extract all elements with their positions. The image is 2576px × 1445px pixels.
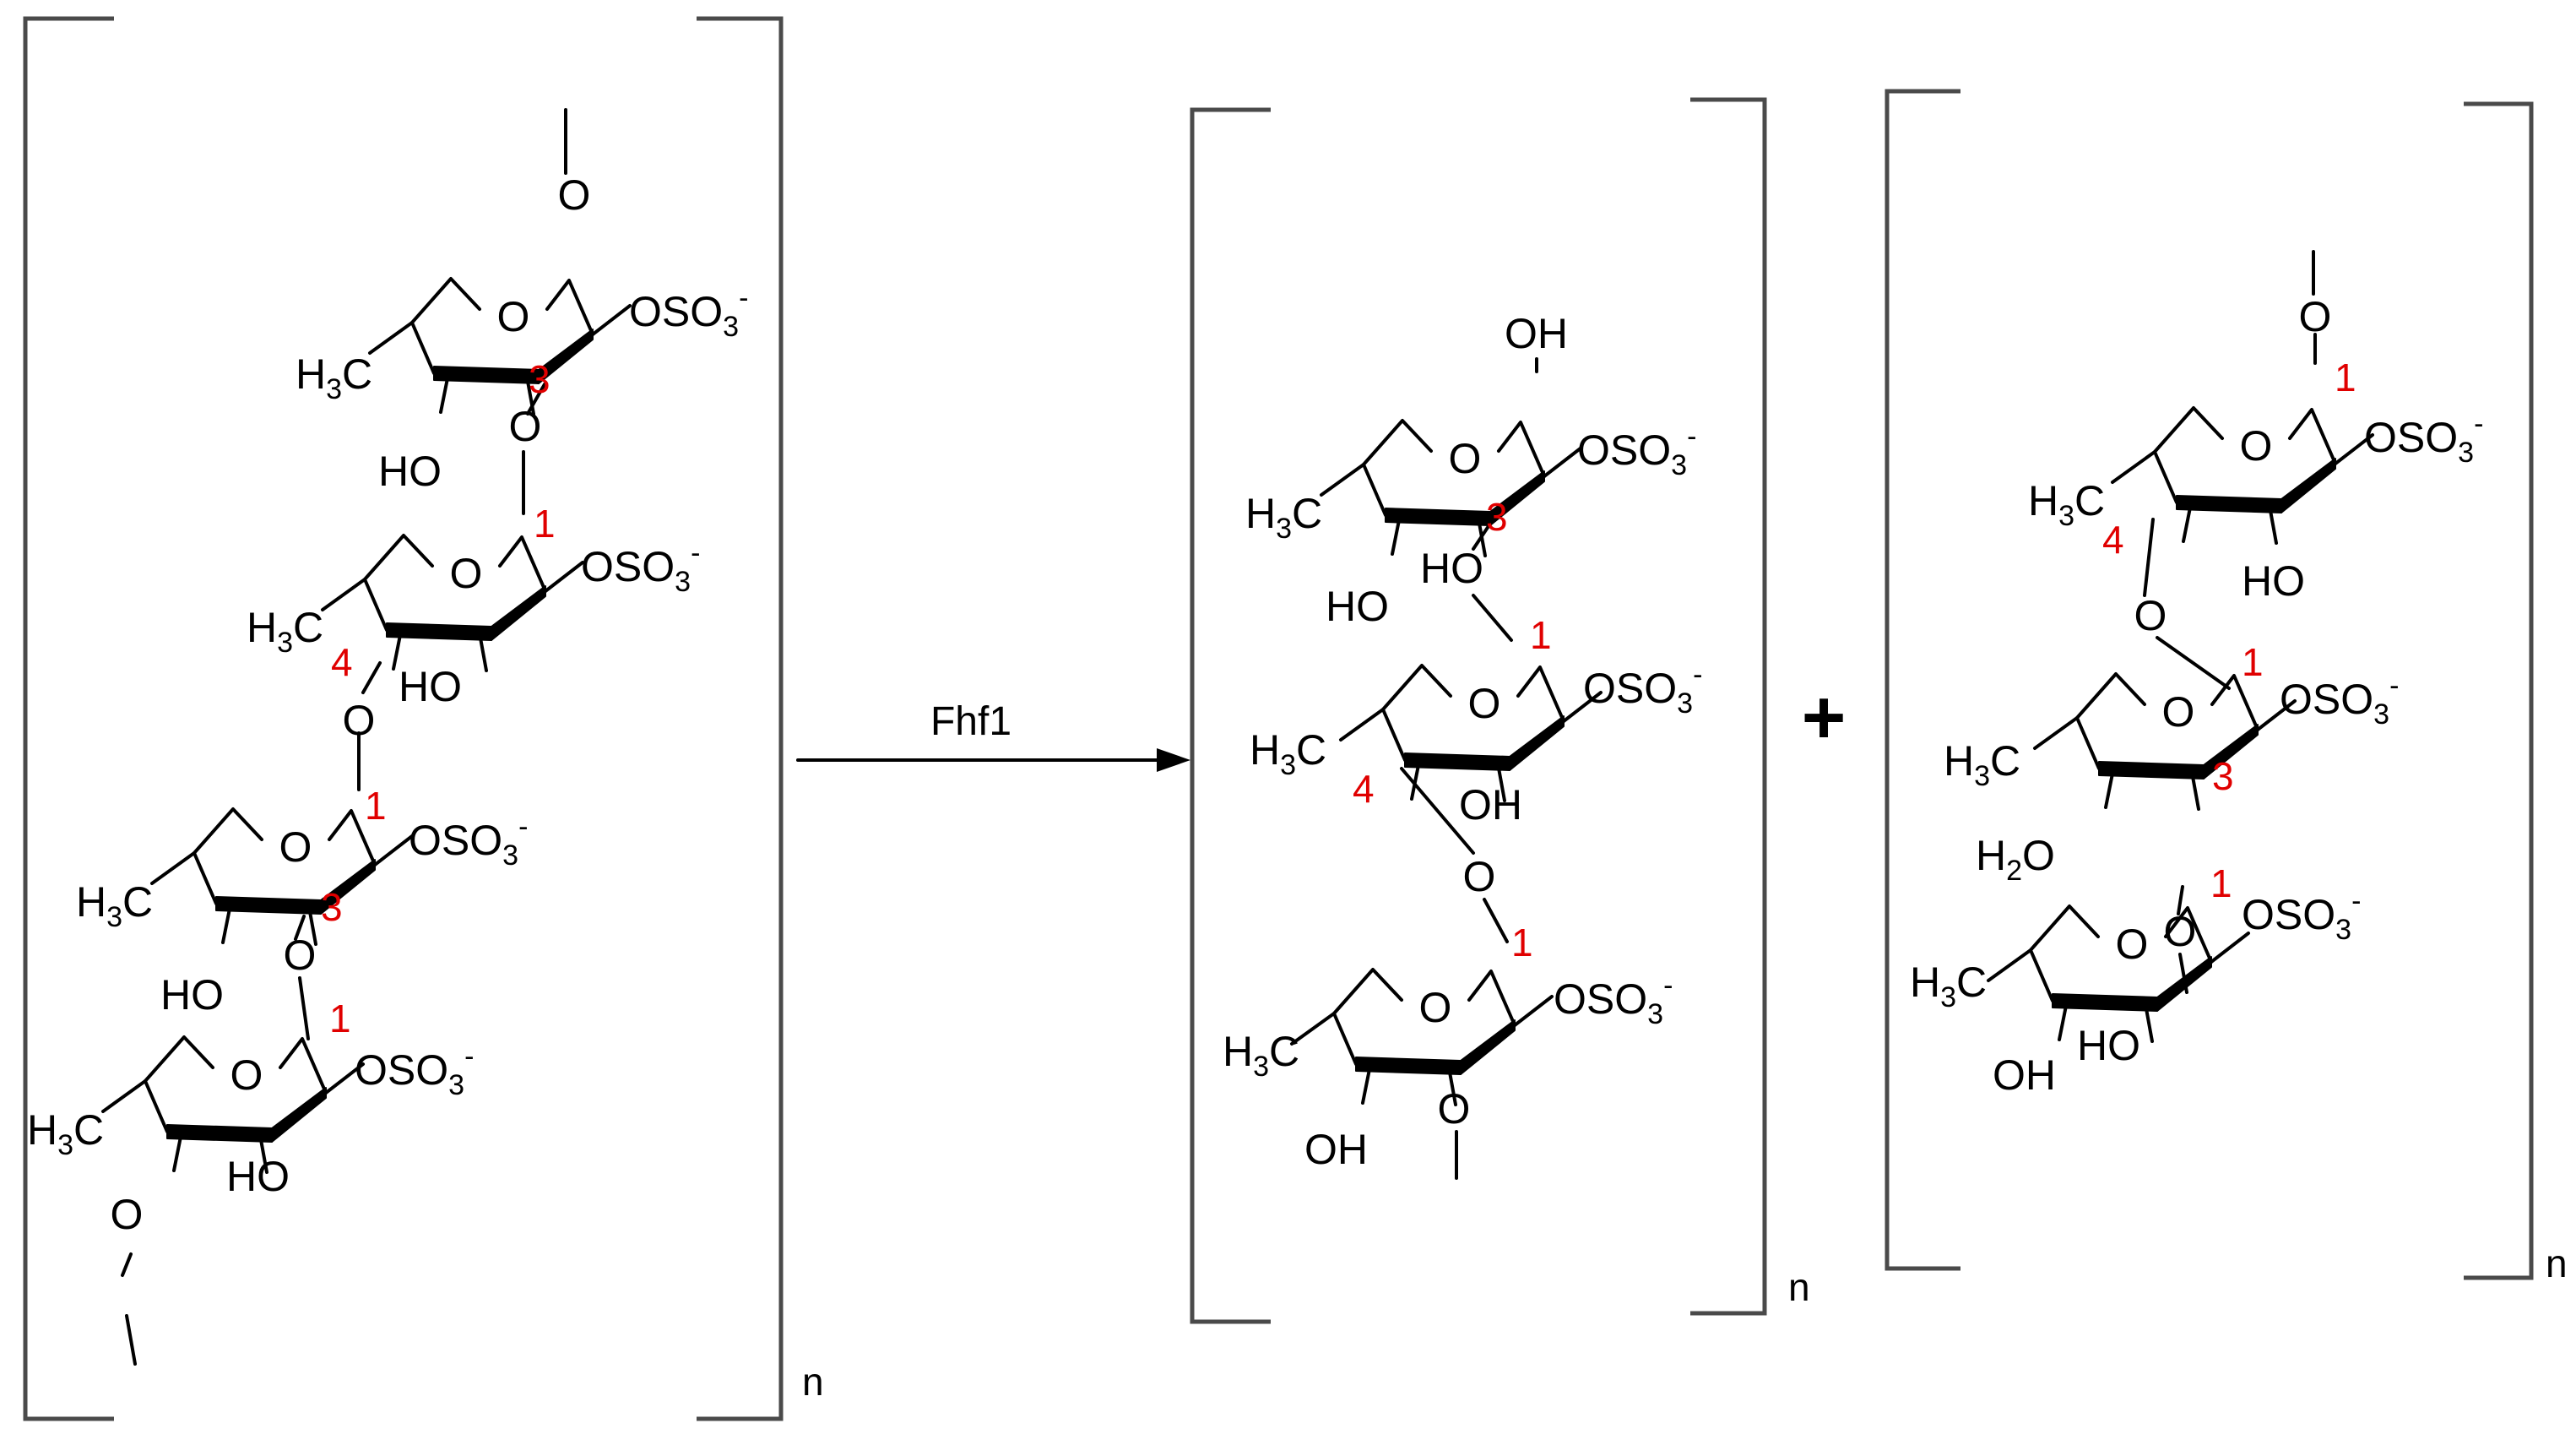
svg-text:H3C: H3C <box>1245 490 1322 545</box>
substrate-bracket-right <box>697 16 784 1421</box>
svg-text:O: O <box>497 293 530 340</box>
svg-text:HO: HO <box>1420 545 1483 592</box>
product-2-repeat-n: n <box>2546 1241 2568 1285</box>
svg-text:3: 3 <box>1486 495 1508 539</box>
substrate-unit-2: O OSO3- H3C HO 1 4 O <box>247 502 700 744</box>
product-1-bracket-left <box>1190 107 1271 1324</box>
product-1-bracket-right <box>1690 97 1767 1316</box>
svg-text:1: 1 <box>1511 921 1533 964</box>
svg-text:OH: OH <box>1993 1051 2056 1099</box>
svg-text:1: 1 <box>2242 640 2264 684</box>
svg-text:O: O <box>2162 688 2195 736</box>
svg-text:H3C: H3C <box>1250 726 1326 781</box>
svg-text:O: O <box>558 171 591 219</box>
product-2-bracket-right <box>2464 101 2534 1280</box>
svg-text:OSO3-: OSO3- <box>581 537 700 598</box>
svg-text:O: O <box>450 550 483 597</box>
product-2-bracket-left <box>1885 89 1960 1271</box>
svg-text:OSO3-: OSO3- <box>2242 885 2361 946</box>
svg-text:OSO3-: OSO3- <box>355 1040 474 1101</box>
svg-text:H3C: H3C <box>1944 737 2020 792</box>
svg-text:O: O <box>2134 592 2167 639</box>
substrate-unit-1: O O OSO3- H3C HO 3 O <box>296 171 748 495</box>
svg-text:H2O: H2O <box>1976 832 2055 887</box>
svg-text:O: O <box>284 932 317 979</box>
svg-text:4: 4 <box>2102 518 2124 562</box>
svg-text:1: 1 <box>534 502 556 546</box>
svg-text:HO: HO <box>378 448 442 495</box>
svg-text:H3C: H3C <box>27 1106 104 1161</box>
svg-text:H3C: H3C <box>76 878 153 933</box>
svg-text:HO: HO <box>399 663 462 710</box>
substrate-unit-3: O OSO3- H3C HO 1 3 O <box>76 784 528 1019</box>
svg-text:4: 4 <box>331 640 353 684</box>
svg-text:H3C: H3C <box>247 604 323 659</box>
product-2-structure: n O O OSO3- H3C HO 1 4 O O OSO3- H3C H2O… <box>1885 89 2568 1285</box>
product-1-repeat-n: n <box>1788 1265 1810 1309</box>
substrate-repeat-n: n <box>802 1360 824 1404</box>
svg-text:O: O <box>2116 921 2149 968</box>
svg-text:OSO3-: OSO3- <box>2280 670 2399 731</box>
plus-sign: + <box>1802 676 1847 760</box>
substrate-bracket-left <box>23 16 114 1421</box>
svg-text:OSO3-: OSO3- <box>1554 970 1673 1030</box>
svg-text:H3C: H3C <box>296 350 372 405</box>
svg-text:H3C: H3C <box>1223 1028 1299 1083</box>
svg-text:3: 3 <box>2212 754 2234 798</box>
svg-text:OSO3-: OSO3- <box>1583 659 1702 720</box>
product-1-unit-2: O OSO3- H3C OH 1 4 O <box>1250 613 1702 900</box>
svg-text:OH: OH <box>1459 781 1522 828</box>
substrate-unit-4: O OSO3- H3C HO 1 O <box>27 997 474 1238</box>
product-1-structure: n OH O OSO3- H3C HO 3 HO O OSO3- H3C OH … <box>1190 97 1810 1324</box>
product-2-unit-1: O O OSO3- H3C HO 1 4 O <box>2028 293 2483 639</box>
svg-text:HO: HO <box>1326 583 1389 630</box>
svg-text:OSO3-: OSO3- <box>2364 408 2483 469</box>
enzyme-label: Fhf1 <box>930 699 1011 744</box>
svg-text:HO: HO <box>2077 1022 2140 1069</box>
svg-text:1: 1 <box>1530 613 1552 657</box>
svg-text:1: 1 <box>329 997 351 1040</box>
reaction-arrow: Fhf1 <box>796 699 1190 772</box>
svg-text:HO: HO <box>160 971 224 1019</box>
svg-text:1: 1 <box>2335 356 2356 399</box>
svg-text:3: 3 <box>321 885 343 929</box>
svg-text:O: O <box>1449 435 1482 482</box>
product-1-unit-1: OH O OSO3- H3C HO 3 HO <box>1245 310 1696 630</box>
product-1-unit-3: O OSO3- H3C OH 1 O <box>1223 921 1673 1173</box>
svg-text:OSO3-: OSO3- <box>629 282 748 343</box>
product-2-unit-3: O OSO3- H3C OH HO 1 <box>1910 861 2361 1099</box>
svg-text:4: 4 <box>1353 767 1375 811</box>
svg-text:O: O <box>1463 853 1496 900</box>
svg-text:O: O <box>343 697 376 744</box>
svg-text:OH: OH <box>1505 310 1568 357</box>
svg-text:O: O <box>1468 680 1501 727</box>
svg-text:H3C: H3C <box>1910 959 1987 1013</box>
svg-text:O: O <box>1438 1085 1471 1133</box>
svg-text:1: 1 <box>2210 861 2232 905</box>
svg-text:OH: OH <box>1304 1126 1368 1173</box>
svg-text:3: 3 <box>529 357 550 401</box>
svg-text:OSO3-: OSO3- <box>409 811 528 872</box>
svg-text:O: O <box>2240 422 2273 470</box>
svg-text:O: O <box>111 1191 144 1238</box>
svg-text:HO: HO <box>2242 557 2305 605</box>
substrate-structure: n O O OSO3- H3C HO 3 O O OSO3- H3C HO <box>23 16 824 1421</box>
svg-text:HO: HO <box>226 1153 290 1200</box>
svg-text:O: O <box>230 1051 263 1099</box>
svg-text:O: O <box>1419 984 1452 1031</box>
svg-text:O: O <box>2299 293 2332 340</box>
svg-text:OSO3-: OSO3- <box>1577 421 1696 481</box>
svg-text:O: O <box>509 403 542 450</box>
svg-text:H3C: H3C <box>2028 477 2105 532</box>
svg-text:1: 1 <box>365 784 387 828</box>
svg-text:O: O <box>279 823 312 871</box>
